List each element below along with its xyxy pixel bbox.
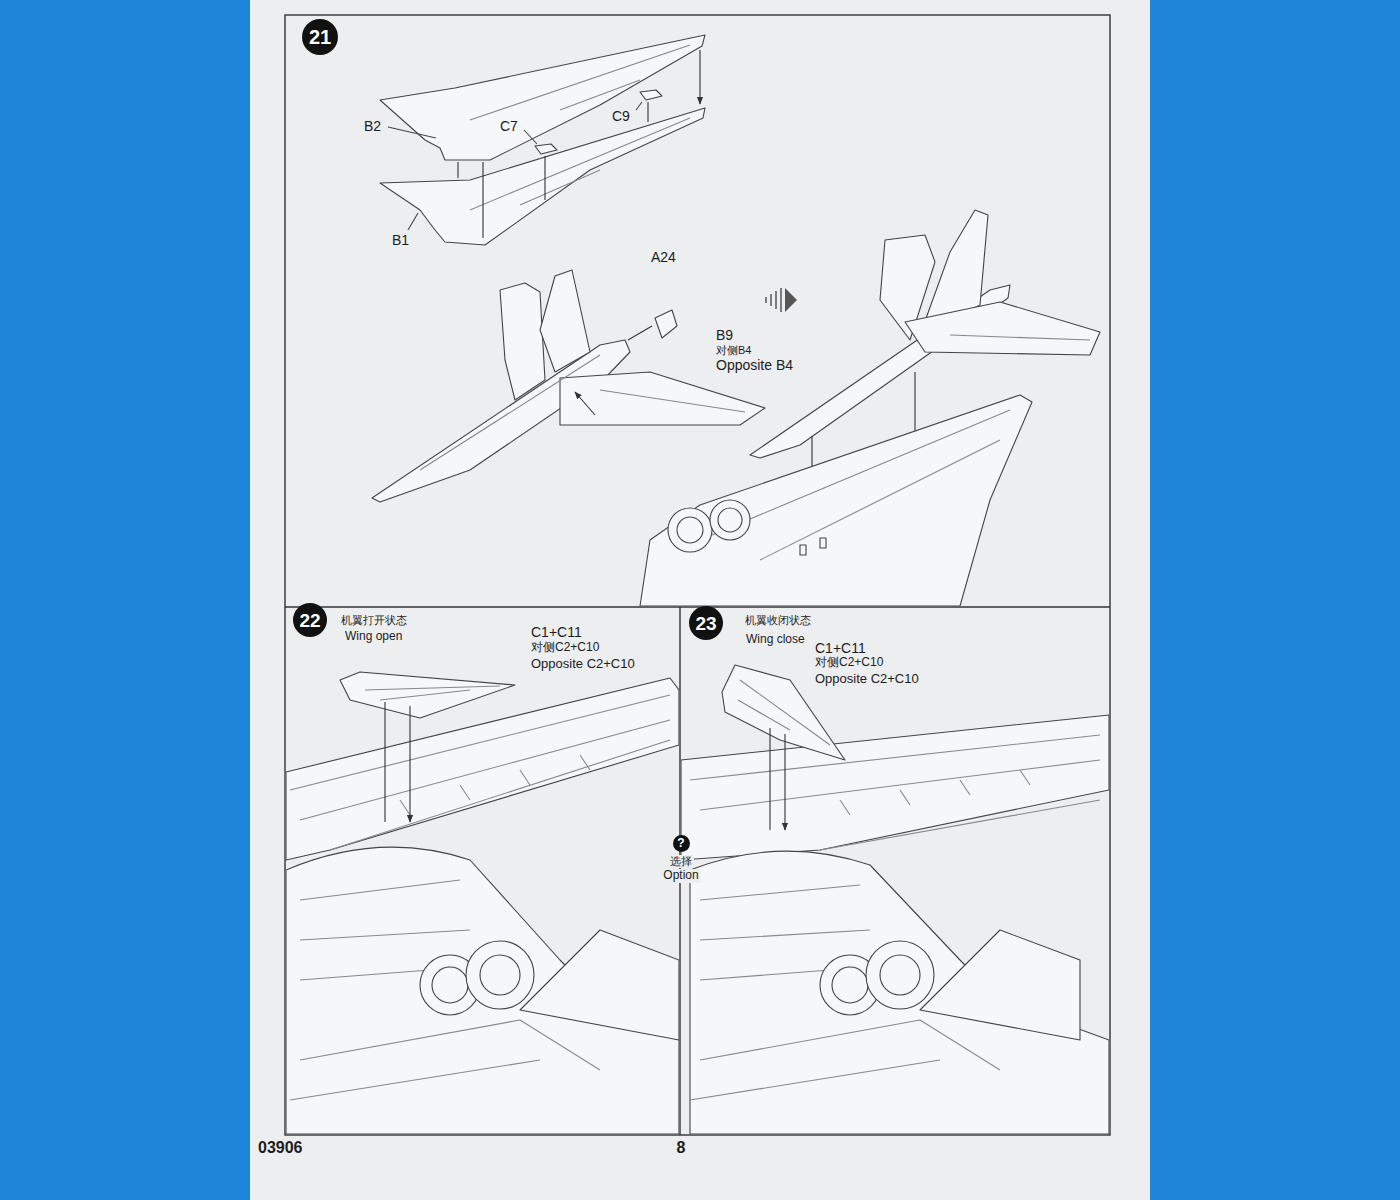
part-note: Opposite B4	[716, 357, 793, 373]
state-caption: Wing close	[746, 633, 805, 647]
part-number: B9	[716, 327, 733, 343]
part-number: B2	[364, 118, 381, 134]
state-caption: Wing open	[345, 630, 402, 644]
step22-parts	[286, 672, 679, 1134]
step-number-circle: 23	[689, 606, 723, 640]
panel-frame	[285, 15, 1110, 1135]
option-note: Option	[661, 869, 700, 883]
option-circle: ?	[673, 835, 690, 852]
part-number: C7	[500, 118, 518, 134]
step-number: 23	[695, 614, 716, 633]
state-caption: 机翼收闭状态	[745, 614, 811, 627]
part-note: 对侧B4	[716, 344, 751, 357]
step-number: 21	[309, 27, 331, 47]
state-caption: 机翼打开状态	[341, 614, 407, 627]
part-number: B1	[392, 232, 409, 248]
step21-parts	[372, 35, 1100, 606]
page-number: 8	[677, 1139, 686, 1157]
step-number: 22	[299, 611, 320, 630]
option-note: 选择	[668, 855, 694, 868]
part-number: A24	[651, 249, 676, 265]
step-number-circle: 21	[302, 19, 338, 55]
paper-sheet	[250, 0, 1150, 1200]
part-note: Opposite C2+C10	[815, 672, 919, 687]
part-note: 对侧C2+C10	[815, 656, 883, 670]
part-number: C9	[612, 108, 630, 124]
step-number-circle: 22	[293, 603, 327, 637]
part-number: C1+C11	[531, 624, 582, 640]
kit-number: 03906	[258, 1139, 303, 1157]
part-note: 对侧C2+C10	[531, 641, 599, 655]
part-number: C1+C11	[815, 640, 866, 656]
part-note: Opposite C2+C10	[531, 657, 635, 672]
step-number: ?	[677, 837, 684, 849]
step23-parts	[681, 665, 1109, 1134]
